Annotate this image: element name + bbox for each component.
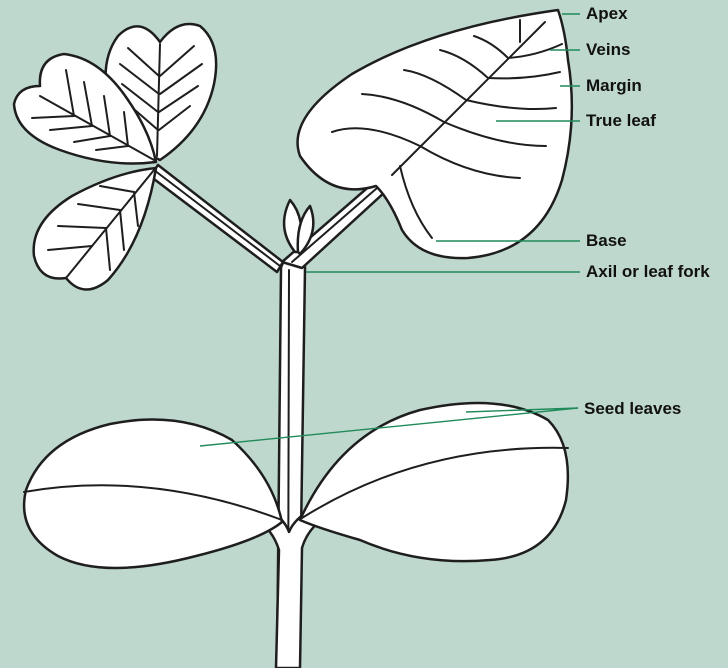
label-seed-leaves: Seed leaves [584, 399, 681, 419]
label-true-leaf: True leaf [586, 111, 656, 131]
left-branch-line [154, 170, 280, 266]
label-apex: Apex [586, 4, 628, 24]
label-veins: Veins [586, 40, 630, 60]
trifoliate-bottom-leaflet [34, 168, 156, 290]
label-margin: Margin [586, 76, 642, 96]
label-base: Base [586, 231, 627, 251]
label-axil: Axil or leaf fork [586, 262, 710, 282]
seed-leaf-right [300, 403, 568, 561]
